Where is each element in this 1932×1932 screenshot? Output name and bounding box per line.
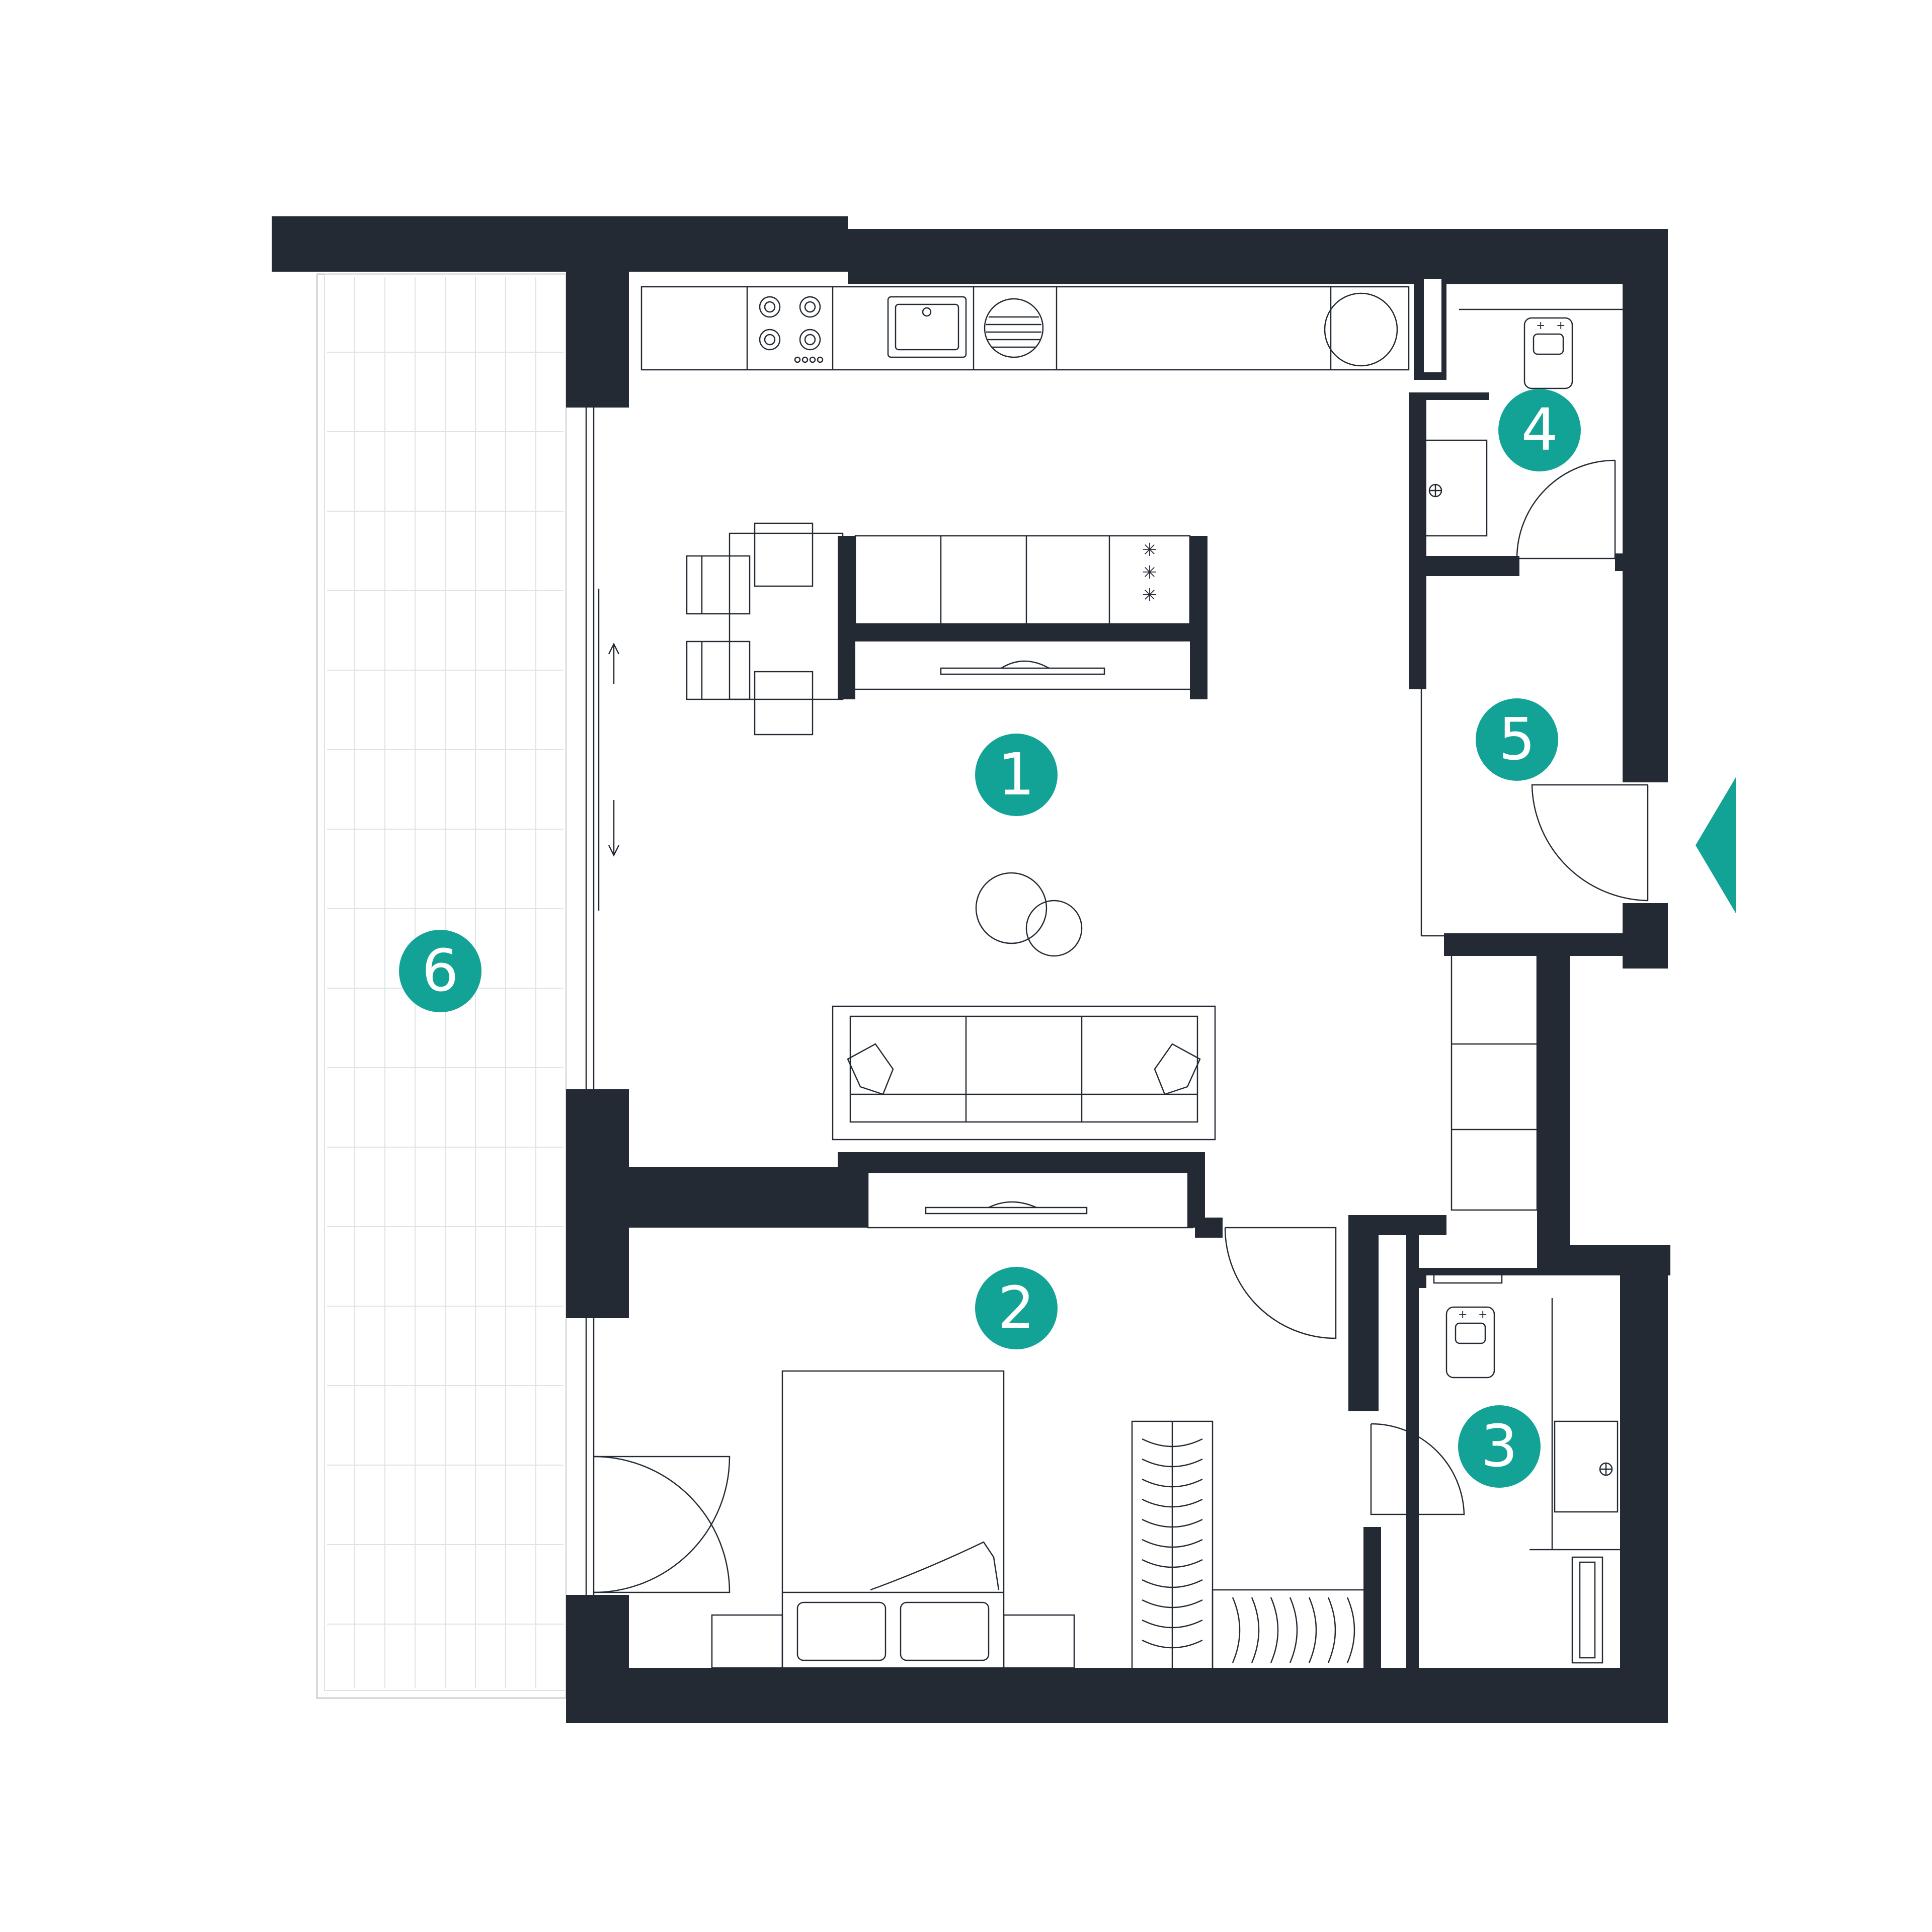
svg-text:+: + bbox=[1556, 319, 1565, 332]
svg-text:✳: ✳ bbox=[1142, 562, 1157, 583]
sofa bbox=[832, 1005, 1216, 1141]
room-6-label: 6 bbox=[422, 937, 458, 1005]
toilet-icon: + + bbox=[1459, 308, 1623, 389]
hall-wardrobe bbox=[1451, 952, 1538, 1211]
svg-text:+: + bbox=[1478, 1309, 1487, 1321]
walls bbox=[272, 216, 1670, 1723]
coffee-table bbox=[975, 872, 1083, 957]
washing-machine-icon bbox=[1324, 292, 1398, 367]
tv-icon bbox=[940, 660, 1105, 675]
kitchen-sink-icon bbox=[887, 296, 967, 358]
room-1-label: 1 bbox=[998, 741, 1034, 809]
room-5-label: 5 bbox=[1498, 706, 1535, 773]
windows bbox=[585, 408, 620, 1595]
kitchen-counter bbox=[640, 286, 1410, 371]
entrance-arrow-icon bbox=[1696, 777, 1736, 913]
svg-text:+: + bbox=[1458, 1309, 1467, 1321]
room-1-badge: 1 bbox=[975, 734, 1058, 816]
toilet-icon: + + bbox=[1445, 1306, 1495, 1379]
room-2-label: 2 bbox=[998, 1274, 1034, 1342]
doors bbox=[593, 459, 1649, 1593]
room-3-label: 3 bbox=[1481, 1413, 1517, 1480]
bedroom-tv bbox=[867, 1171, 1193, 1229]
room-2-badge: 2 bbox=[975, 1267, 1058, 1349]
shower-drain-icon bbox=[1530, 1549, 1623, 1664]
svg-text:+: + bbox=[1536, 319, 1545, 332]
room-3-badge: 3 bbox=[1458, 1405, 1541, 1488]
room-6-badge: 6 bbox=[399, 930, 481, 1012]
svg-text:✳: ✳ bbox=[1142, 585, 1157, 606]
wardrobe bbox=[1131, 1420, 1214, 1671]
svg-text:✳: ✳ bbox=[1142, 540, 1157, 560]
washbasin-icon bbox=[1423, 439, 1488, 537]
cooktop-icon bbox=[759, 296, 824, 363]
room-5-badge: 5 bbox=[1476, 698, 1558, 781]
room-4-badge: 4 bbox=[1498, 389, 1581, 471]
room-4-label: 4 bbox=[1521, 396, 1558, 464]
tv-cabinet: ✳ ✳ ✳ bbox=[854, 535, 1191, 690]
bed bbox=[711, 1370, 1075, 1669]
washbasin-icon bbox=[1554, 1420, 1619, 1513]
dining-table bbox=[686, 522, 844, 736]
wardrobe-small bbox=[1212, 1589, 1367, 1671]
drainboard-icon bbox=[984, 298, 1044, 358]
